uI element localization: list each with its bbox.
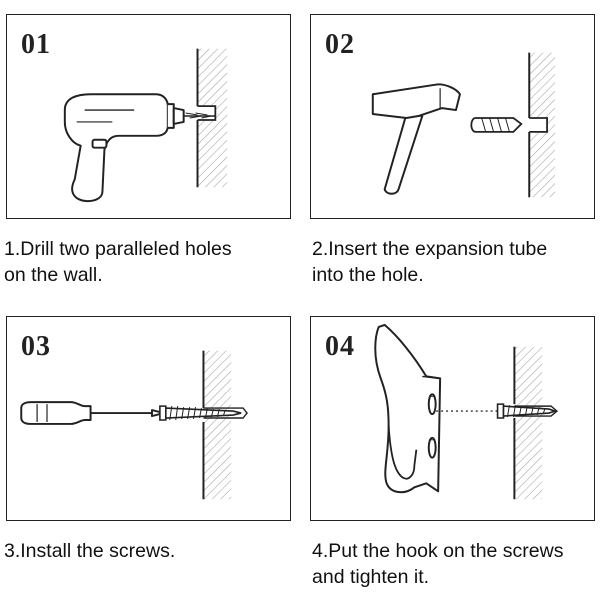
step-4-panel: 04 (310, 316, 595, 521)
screw-icon (159, 405, 248, 421)
step-1-panel: 01 (6, 14, 291, 219)
step-1-caption: 1.Drill two paralleled holes on the wall… (4, 236, 294, 288)
caption-line: 1.Drill two paralleled holes (4, 238, 232, 260)
step-3-caption: 3.Install the screws. (4, 538, 294, 564)
wall-icon (528, 52, 555, 198)
caption-line: 2.Insert the expansion tube (312, 238, 548, 260)
step-number: 03 (21, 331, 51, 362)
screw-icon (496, 403, 559, 419)
step-4-caption: 4.Put the hook on the screws and tighten… (312, 538, 600, 590)
wall-icon (513, 346, 543, 500)
caption-line: into the hole. (312, 264, 424, 286)
step-3-panel: 03 (6, 316, 291, 521)
expansion-tube-icon (470, 117, 523, 133)
step-number: 01 (21, 29, 51, 60)
hammer-icon (371, 83, 461, 195)
drill-icon (63, 93, 216, 203)
caption-line: on the wall. (4, 264, 103, 286)
caption-line: 3.Install the screws. (4, 540, 176, 562)
wall-icon (202, 350, 232, 500)
step-number: 04 (325, 331, 355, 362)
step-number: 02 (325, 29, 355, 60)
caption-line: 4.Put the hook on the screws (312, 540, 564, 562)
hook-icon (374, 323, 442, 494)
step-2-caption: 2.Insert the expansion tube into the hol… (312, 236, 600, 288)
screwdriver-icon (20, 401, 161, 425)
caption-line: and tighten it. (312, 566, 430, 588)
step-2-panel: 02 (310, 14, 595, 219)
